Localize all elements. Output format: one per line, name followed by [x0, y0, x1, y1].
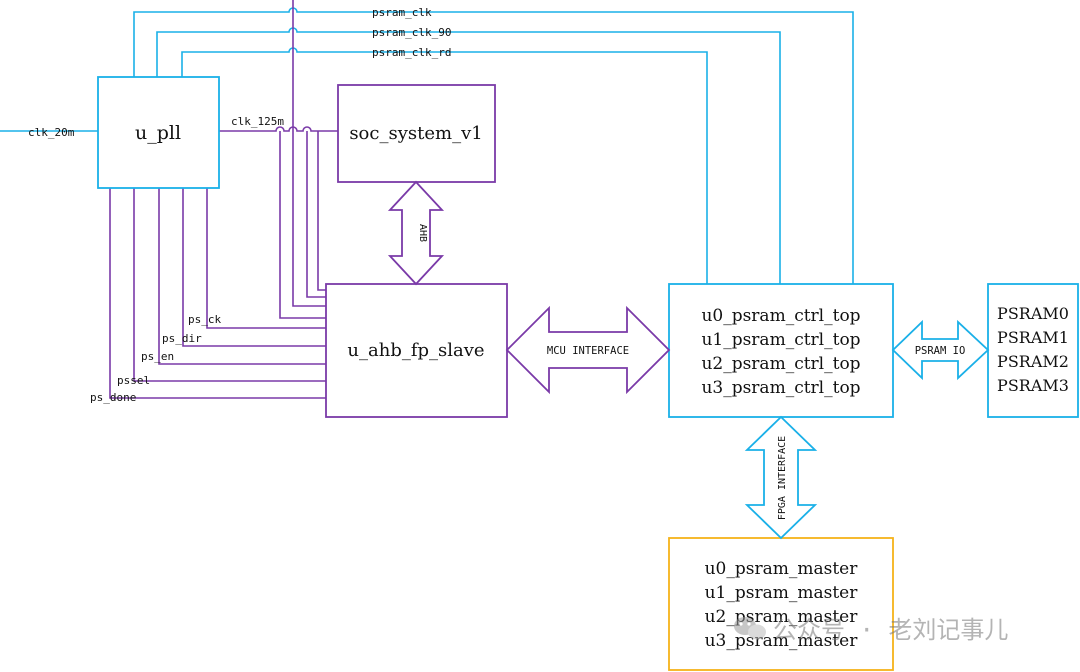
- ps-dir-label: ps_dir: [162, 332, 202, 345]
- psram-label-3: PSRAM3: [997, 376, 1069, 395]
- pssel-label: pssel: [117, 374, 150, 387]
- fpga-interface-label: FPGA INTERFACE: [777, 436, 788, 520]
- psram-clk-rd-label: psram_clk_rd: [372, 46, 451, 59]
- clk-20m-label: clk_20m: [28, 126, 75, 139]
- ahb-arrow: [387, 180, 445, 286]
- ahb-slave-label: u_ahb_fp_slave: [347, 340, 484, 361]
- master-block: [668, 537, 894, 671]
- fpga-interface-arrow: [744, 415, 818, 540]
- master-label-0: u0_psram_master: [705, 559, 859, 579]
- psram-clk-90-label: psram_clk_90: [372, 26, 451, 39]
- ps-en-wire: [158, 188, 326, 365]
- pll-block: [97, 76, 220, 189]
- psram-io-arrow: [891, 319, 990, 381]
- ctrl-block: [668, 283, 894, 418]
- ctrl-label-1: u1_psram_ctrl_top: [701, 330, 860, 350]
- pssel-wire: [133, 188, 326, 382]
- master-label-3: u3_psram_master: [705, 631, 859, 651]
- psram-io-label: PSRAM IO: [915, 345, 966, 357]
- pll-label: u_pll: [135, 122, 181, 144]
- clk-125m-drop-2: [292, 0, 326, 307]
- watermark-text: 公众号 · 老刘记事儿: [773, 616, 1008, 644]
- psram-clk-label: psram_clk: [372, 6, 432, 19]
- ps-en-label: ps_en: [141, 350, 174, 363]
- mcu-interface-label: MCU INTERFACE: [547, 345, 629, 357]
- ps-ck-label: ps_ck: [188, 313, 221, 326]
- psram-label-2: PSRAM2: [997, 352, 1069, 371]
- clk-125m-drop-1: [279, 131, 326, 319]
- ps-ck-wire: [206, 188, 326, 329]
- ahb-slave-block: [325, 283, 508, 418]
- clk-125m-drop-4: [317, 131, 326, 291]
- mcu-interface-arrow: [505, 305, 671, 395]
- ps-done-wire: [109, 188, 326, 399]
- watermark: 公众号 · 老刘记事儿: [734, 616, 1008, 644]
- ctrl-label-2: u2_psram_ctrl_top: [701, 354, 860, 374]
- ps-done-label: ps_done: [90, 391, 136, 404]
- master-label-1: u1_psram_master: [705, 583, 859, 603]
- clk-125m-label: clk_125m: [231, 115, 284, 128]
- ps-dir-wire: [182, 188, 326, 347]
- ahb-label: AHB: [417, 224, 428, 242]
- ctrl-label-3: u3_psram_ctrl_top: [701, 378, 860, 398]
- clk-125m-drop-3: [306, 131, 326, 298]
- soc-label: soc_system_v1: [349, 123, 482, 144]
- psram-label-1: PSRAM1: [997, 328, 1069, 347]
- psram-label-0: PSRAM0: [997, 304, 1069, 323]
- ctrl-label-0: u0_psram_ctrl_top: [701, 306, 860, 326]
- wechat-icon: [734, 617, 766, 640]
- soc-block: [337, 84, 496, 183]
- purple-wires: [109, 0, 338, 399]
